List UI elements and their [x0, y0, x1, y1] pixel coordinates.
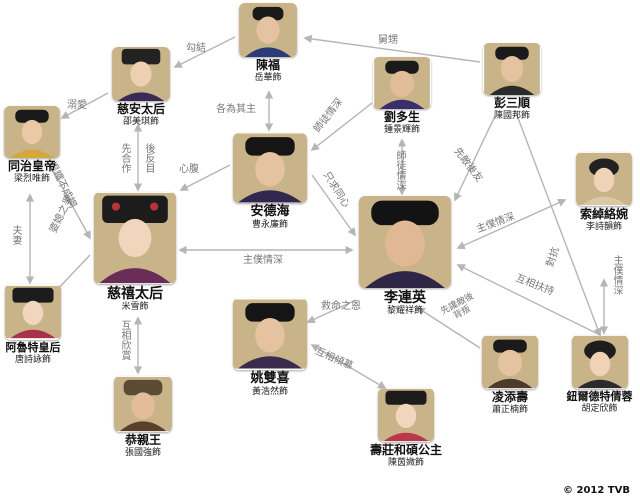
character-name: 阿魯特皇后 [5, 341, 61, 354]
character-pengsanshun: 彭三順 陳國邦飾 [476, 43, 548, 122]
portrait-photo [4, 106, 60, 158]
relation-arrow-niai [60, 92, 109, 119]
portrait-photo [378, 388, 434, 442]
portrait-photo [114, 376, 172, 432]
actor-name: 梁烈唯飾 [13, 173, 50, 184]
actor-name: 張國強飾 [124, 447, 161, 458]
character-liuduosheng: 劉多生 鍾景輝飾 [369, 57, 435, 136]
relation-arrow-huxiangqingmu [310, 344, 387, 389]
relation-arrow-xianfanhouzhu [454, 115, 496, 202]
character-name: 恭親王 [124, 433, 161, 447]
relation-arrow-zhupuqingshen-b [456, 198, 567, 250]
character-yaoshuangxi: 姚雙喜 黃浩然飾 [230, 298, 310, 398]
character-shouzhuang: 壽莊和碩公主 陳茵媺飾 [358, 388, 454, 469]
portrait-photo [373, 57, 431, 109]
actor-name: 邵美琪飾 [122, 116, 159, 127]
actor-name: 陳茵媺飾 [387, 457, 424, 468]
character-name: 安德海 [250, 204, 290, 219]
character-cian: 慈安太后 邵美琪飾 [105, 47, 177, 128]
portrait-photo [576, 152, 632, 206]
portrait-photo [112, 47, 170, 101]
relation-arrow-jiujiu [303, 34, 481, 63]
relation-arrow-henhuibucheng [49, 164, 91, 240]
character-name: 同治皇帝 [7, 159, 56, 173]
character-name: 慈安太后 [116, 102, 165, 116]
relation-arrow-shituqingshen-a [310, 102, 373, 152]
character-name: 鈕爾德特倩蓉 [566, 390, 633, 403]
actor-name: 黃浩然飾 [251, 386, 288, 397]
character-suochuowan: 索綽絡婉 李詩韻飾 [568, 152, 640, 233]
relation-label-niai: 溺愛 [67, 100, 87, 111]
actor-name: 唐詩詠飾 [14, 354, 51, 365]
portrait-photo [5, 284, 61, 340]
character-name: 壽莊和碩公主 [369, 443, 442, 457]
actor-name: 蕭正楠飾 [491, 404, 528, 415]
actor-name: 陳國邦飾 [493, 110, 530, 121]
relation-label-fuqi: 夫妻 [10, 225, 21, 245]
character-tongzhi: 同治皇帝 梁烈唯飾 [0, 106, 64, 185]
character-name: 慈禧太后 [107, 286, 163, 302]
portrait-photo [94, 192, 176, 284]
character-niulu: 鈕爾德特倩蓉 胡定欣飾 [559, 335, 640, 414]
actor-name: 黎耀祥飾 [386, 306, 423, 317]
relation-label-houfanmu: 後反目 [143, 143, 154, 173]
portrait-photo [482, 335, 538, 389]
portrait-photo [359, 196, 451, 288]
character-name: 姚雙喜 [250, 371, 290, 386]
character-name: 劉多生 [383, 110, 420, 124]
portrait-photo [483, 43, 541, 95]
actor-name: 岳華飾 [254, 72, 282, 83]
portrait-photo [571, 335, 628, 389]
relation-label-xianhezuo: 先合作 [119, 143, 130, 173]
character-name: 索綽絡婉 [579, 207, 628, 221]
relation-label-zhupuqingshen-a: 主僕情深 [243, 255, 283, 266]
portrait-photo [233, 133, 307, 203]
actor-name: 曹永廉飾 [251, 219, 288, 230]
character-lingtianshou: 凌添壽 蕭正楠飾 [477, 335, 543, 416]
relation-label-geweiqizhu: 各為其主 [216, 104, 256, 115]
actor-name: 胡定欣飾 [581, 403, 618, 414]
relation-label-jiumingzhien: 救命之恩 [321, 301, 361, 312]
relation-arrow-goujie [173, 36, 236, 68]
character-name: 李連英 [384, 290, 426, 306]
actor-name: 鍾景輝飾 [383, 124, 420, 135]
character-alute: 阿魯特皇后 唐詩詠飾 [0, 284, 66, 365]
character-lilianying: 李連英 黎耀祥飾 [355, 196, 455, 317]
character-name: 彭三順 [493, 96, 530, 110]
relation-arrow-xinfu [179, 164, 231, 191]
relation-label-zhupuqingshen-c: 主僕情深 [611, 255, 622, 295]
relation-label-xinfu: 心腹 [179, 164, 199, 175]
copyright-notice: © 2012 TVB [563, 485, 630, 496]
relation-label-huxiangxinshang: 互相欣賞 [119, 320, 130, 360]
actor-name: 李詩韻飾 [585, 221, 622, 232]
relation-label-goujie: 勾結 [186, 43, 206, 54]
character-cixi: 慈禧太后 米雪飾 [89, 192, 181, 313]
character-name: 陳福 [255, 58, 280, 72]
character-andehai: 安德海 曹永廉飾 [229, 133, 311, 231]
character-name: 凌添壽 [491, 390, 528, 404]
character-chenfu: 陳福 岳華飾 [235, 3, 301, 84]
relation-arrow-xianyouhoudi [416, 307, 481, 349]
portrait-photo [239, 3, 297, 57]
relation-arrow-huxiangfuchi [456, 264, 601, 336]
relation-arrow-jiumingzhien [306, 299, 357, 324]
relation-label-shituqingshen-b: 師徒情深 [394, 150, 405, 190]
portrait-photo [233, 298, 307, 370]
character-gongqinwang: 恭親王 張國強飾 [108, 376, 178, 459]
relation-arrow-zhiwotongxin [311, 174, 356, 237]
relation-label-jiujiu: 舅甥 [378, 35, 398, 46]
actor-name: 米雪飾 [121, 302, 149, 313]
